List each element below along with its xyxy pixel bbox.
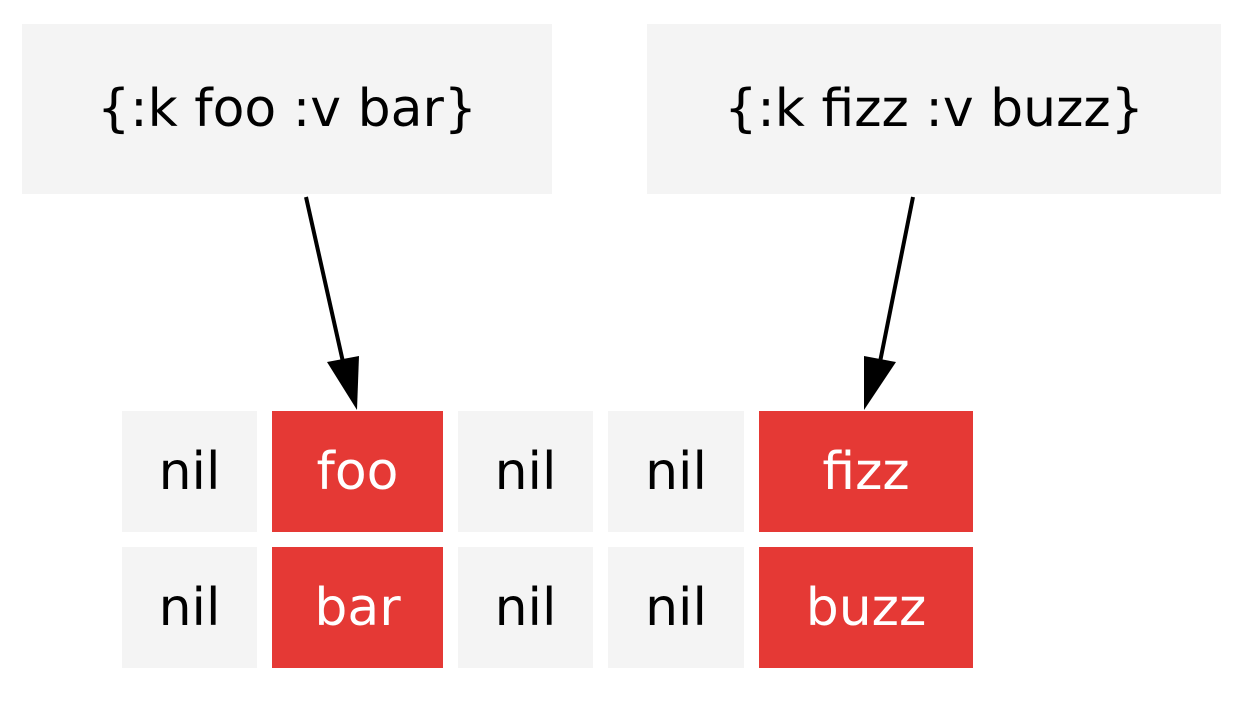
key-cell-0-text: nil — [158, 441, 221, 502]
key-cell-4: fizz — [759, 411, 973, 532]
value-cell-4-text: buzz — [805, 577, 927, 638]
key-cell-2-text: nil — [494, 441, 557, 502]
key-cell-1-text: foo — [316, 441, 399, 502]
edge-fizz-arrowhead — [864, 356, 896, 410]
value-cell-0: nil — [122, 547, 257, 668]
value-cell-4: buzz — [759, 547, 973, 668]
value-cell-2-text: nil — [494, 577, 557, 638]
value-cell-1: bar — [272, 547, 443, 668]
value-cell-3: nil — [608, 547, 744, 668]
value-cell-0-text: nil — [158, 577, 221, 638]
key-cell-1: foo — [272, 411, 443, 532]
key-cell-4-text: fizz — [822, 441, 910, 502]
value-cell-1-text: bar — [314, 577, 401, 638]
key-cell-0: nil — [122, 411, 257, 532]
key-cell-2: nil — [458, 411, 593, 532]
key-cell-3-text: nil — [645, 441, 707, 502]
key-cell-3: nil — [608, 411, 744, 532]
value-cell-2: nil — [458, 547, 593, 668]
map-node-fizz-buzz-label: {:k fizz :v buzz} — [724, 79, 1144, 139]
map-node-fizz-buzz: {:k fizz :v buzz} — [647, 24, 1221, 194]
map-node-foo-bar: {:k foo :v bar} — [22, 24, 552, 194]
edge-foo-arrow-line — [304, 196, 345, 363]
edge-foo-arrowhead — [327, 356, 359, 410]
map-node-foo-bar-label: {:k foo :v bar} — [97, 79, 477, 139]
value-cell-3-text: nil — [645, 577, 707, 638]
edge-fizz-arrow-line — [878, 196, 915, 363]
